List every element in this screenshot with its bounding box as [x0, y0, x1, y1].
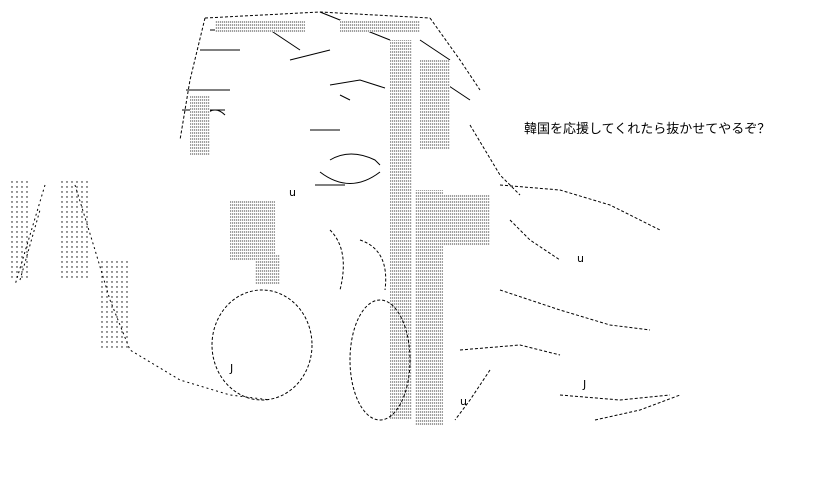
arm-outline-left	[14, 184, 271, 401]
misc-marks: u u J J u	[229, 186, 586, 408]
hatched-hair-top	[215, 20, 305, 32]
hatched-shoulder	[440, 195, 490, 245]
svg-text:J: J	[229, 362, 233, 375]
hatched-hair-left	[190, 95, 210, 155]
hatched-column-2	[415, 190, 443, 425]
hair-outline	[179, 11, 521, 196]
svg-text:u: u	[577, 252, 584, 265]
hatched-side-hair	[230, 200, 275, 260]
hatched-side-hair-2	[255, 255, 280, 285]
speech-line: 韓国を応援してくれたら抜かせてやるぞ？	[524, 122, 771, 137]
svg-text:u: u	[289, 186, 296, 199]
face-features	[204, 79, 386, 186]
hatched-hair-right	[420, 60, 450, 150]
left-hand-dots	[10, 180, 130, 350]
chest-outline	[211, 229, 411, 421]
right-arm-outline	[454, 184, 681, 421]
hatched-hair-top-right	[340, 20, 420, 32]
svg-text:u: u	[460, 395, 467, 408]
hatched-column-1	[390, 40, 412, 420]
svg-text:J: J	[582, 378, 586, 391]
